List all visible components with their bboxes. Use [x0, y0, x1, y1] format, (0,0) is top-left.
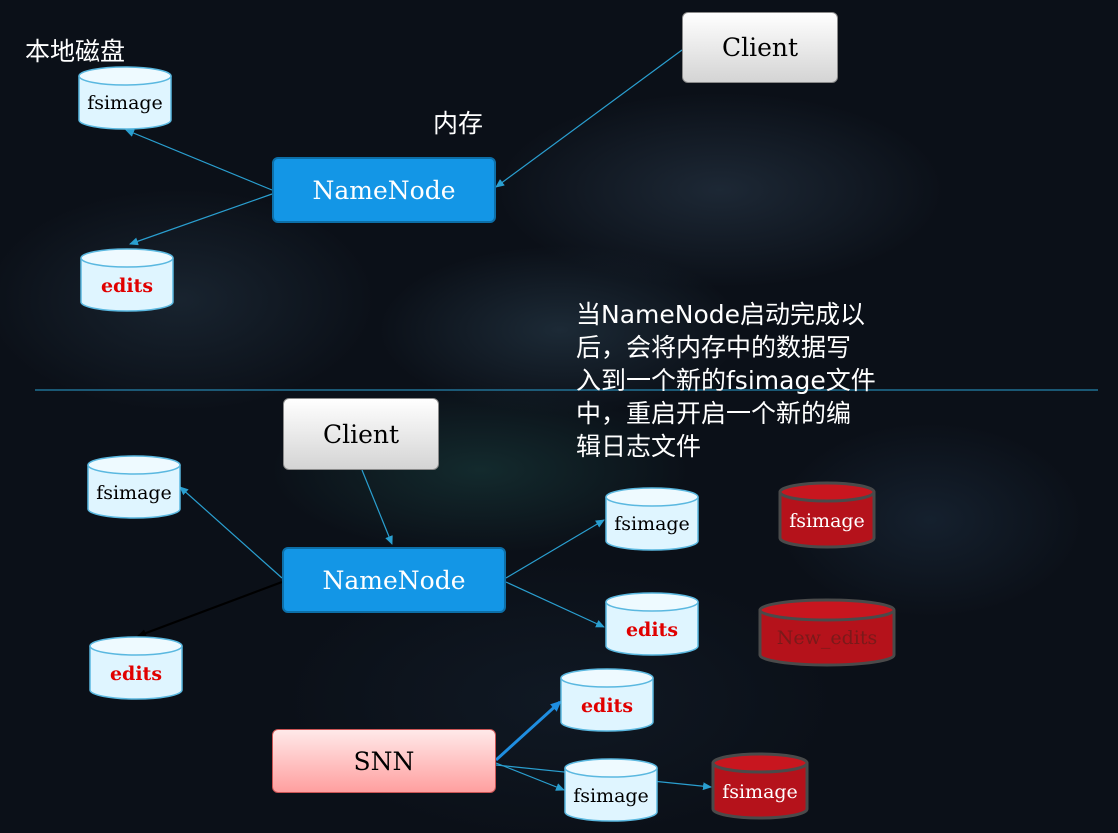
note-line: 辑日志文件 — [576, 432, 702, 461]
disk-shape — [564, 758, 658, 822]
new-edits-disk: New_edits — [758, 598, 896, 668]
disk-shape — [605, 487, 699, 551]
disk-shape — [758, 598, 896, 667]
disk-shape — [711, 752, 809, 820]
connector-client-to-namenode-bottom — [361, 469, 393, 545]
local-disk-label: 本地磁盘 — [25, 37, 126, 66]
note-line: 后，会将内存中的数据写 — [576, 333, 852, 362]
memory-label: 内存 — [433, 109, 484, 138]
client-node-top: Client — [682, 12, 838, 83]
edits-label: edits — [580, 695, 634, 717]
fsimage-label: fsimage — [87, 92, 163, 114]
connector-namenode-to-fsimage-top — [125, 129, 273, 191]
connector-namenode-to-edits-top — [129, 193, 273, 246]
fsimage-disk-left: fsimage — [87, 455, 181, 519]
connector-namenode-to-edits-right — [505, 581, 605, 628]
note-line: 入到一个新的fsimage文件 — [576, 366, 876, 395]
fsimage-label: fsimage — [573, 785, 649, 807]
new-edits-label: New_edits — [776, 627, 878, 649]
edits-label: edits — [109, 663, 163, 685]
fsimage-label: fsimage — [614, 513, 690, 535]
fsimage-label: fsimage — [96, 482, 172, 504]
fsimage-label: fsimage — [722, 781, 798, 803]
edits-disk-right: edits — [605, 592, 699, 656]
disk-shape — [778, 481, 876, 549]
connector-snn-to-edits — [494, 700, 562, 762]
disk-shape — [80, 248, 174, 312]
edits-disk-left: edits — [89, 636, 183, 700]
namenode-node-top: NameNode — [272, 157, 496, 223]
client-node-bottom: Client — [283, 398, 439, 470]
fsimage-disk-top: fsimage — [78, 66, 172, 130]
fsimage-label: fsimage — [789, 510, 865, 532]
disk-shape — [605, 592, 699, 656]
edits-label: edits — [100, 275, 154, 297]
connector-namenode-to-fsimage-right — [505, 519, 605, 579]
fsimage-disk-right: fsimage — [605, 487, 699, 551]
namenode-node-bottom: NameNode — [282, 547, 506, 613]
edits-label: edits — [625, 619, 679, 641]
new-fsimage-disk: fsimage — [778, 481, 876, 549]
connector-namenode-to-fsimage-left — [179, 486, 283, 579]
connector-snn-to-fsimage — [495, 762, 565, 791]
note-line: 当NameNode启动完成以 — [576, 300, 866, 329]
snn-edits-disk: edits — [560, 668, 654, 732]
snn-fsimage-disk: fsimage — [564, 758, 658, 822]
note-line: 中，重启开启一个新的编 — [576, 399, 852, 428]
merged-fsimage-disk: fsimage — [711, 752, 809, 820]
edits-disk-top: edits — [80, 248, 174, 312]
disk-shape — [560, 668, 654, 732]
disk-shape — [78, 66, 172, 130]
connector-namenode-to-edits-left — [137, 580, 283, 638]
connector-client-to-namenode-top — [495, 49, 683, 188]
disk-shape — [89, 636, 183, 700]
explanation-note: 当NameNode启动完成以 后，会将内存中的数据写 入到一个新的fsimage… — [576, 298, 906, 463]
disk-shape — [87, 455, 181, 519]
snn-node: SNN — [272, 729, 496, 793]
